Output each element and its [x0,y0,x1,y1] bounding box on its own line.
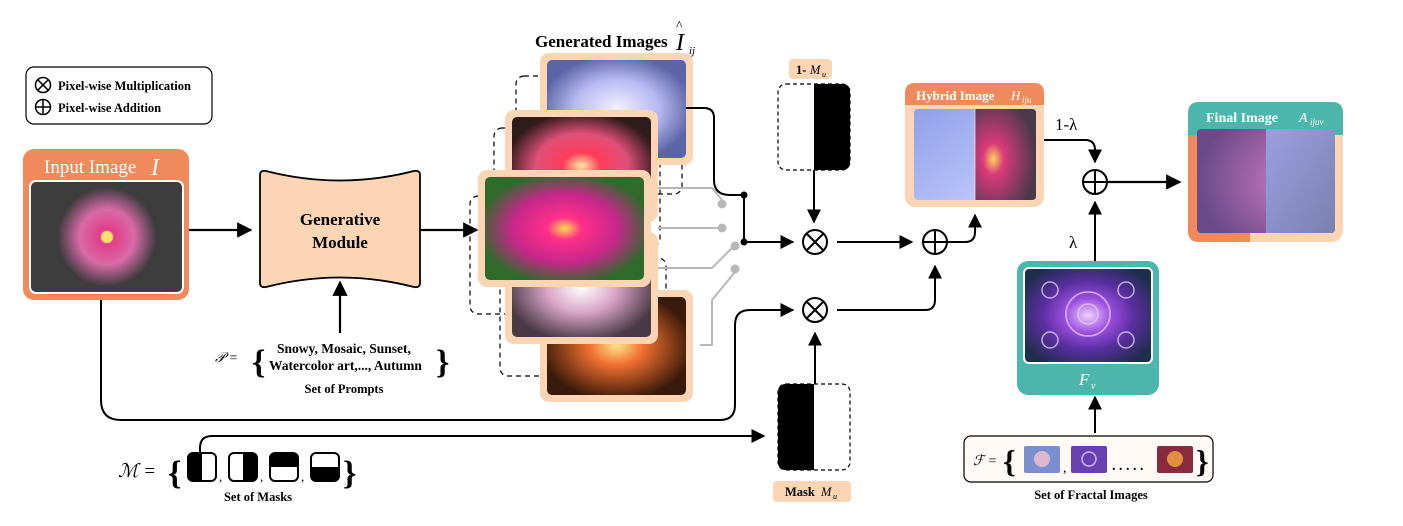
arrow-input-to-multiply [100,300,795,421]
svg-text:,: , [219,469,222,484]
arrow-hybrid-to-final-add [1044,139,1102,164]
final-image-subscript: ijuv [1310,117,1324,127]
inverse-mask: 1- M u [777,59,851,171]
prompts-caption: Set of Prompts [305,382,384,396]
fractals-caption: Set of Fractal Images [1034,488,1148,502]
mask-icon-bottom-half [310,452,340,482]
prompts-open-brace: { [252,344,265,381]
final-image-panel: Final Image A ijuv [1188,102,1343,242]
input-image-symbol: I [150,155,160,181]
mask-symbol: M [820,485,832,499]
mask-icon-right-half [228,452,258,482]
final-image-title: Final Image [1206,111,1278,126]
hybrid-image-panel: Hybrid Image H iju [905,83,1044,207]
mask-subscript: u [833,492,837,501]
input-image-panel: Input Image I [23,149,189,300]
fractal-image-symbol: F [1078,370,1090,389]
inverse-mask-label: 1- [796,63,806,77]
prompts-symbol: 𝒫 = [215,351,238,366]
masks-open-brace: { [168,455,181,492]
selector-switch [658,187,740,346]
svg-text:,: , [301,469,304,484]
add-node-middle [922,229,948,255]
fractal-thumb-2 [1071,446,1107,473]
hybrid-image-title: Hybrid Image [916,88,995,103]
final-image-symbol: A [1298,111,1308,126]
masks-symbol: ℳ = [118,461,156,482]
mask: Mask M u [773,383,851,502]
multiply-node-bottom [802,297,828,323]
arrow-add-to-hybrid [947,213,982,243]
arrow-masks-set-to-mask [199,429,766,458]
fractals-symbol: ℱ = [973,454,997,469]
mask-icon-top-half [269,452,299,482]
masks-close-brace: } [343,455,356,492]
fractals-set: ℱ = { , . . . . . } Set of Fractal Image… [963,435,1214,502]
weight-lambda: λ [1069,233,1078,252]
weight-one-minus-lambda: 1-λ [1055,115,1078,134]
multiply-node-top [802,229,828,255]
mask-label: Mask [785,485,815,499]
arrow-generated-to-multiply [686,107,795,249]
fractal-pattern [1041,281,1135,349]
prompts-set: 𝒫 = { Snowy, Mosaic, Sunset, Watercolor … [215,341,449,396]
hat-accent: ^ [676,19,683,34]
prompts-line1: Snowy, Mosaic, Sunset, [277,341,411,356]
fractals-ellipsis: . . . . . [1112,459,1144,474]
hybrid-image-symbol: H [1010,88,1021,103]
svg-text:,: , [1063,461,1067,476]
flower-photo [57,187,157,287]
generated-images-symbol: I [675,30,685,56]
arrow-multiply-bottom-to-add [837,264,942,311]
generative-module-line1: Generative [300,210,381,229]
legend-add-label: Pixel-wise Addition [58,101,161,115]
add-icon [34,98,52,116]
prompts-close-brace: } [436,344,449,381]
generated-images-subscript: ij [689,45,695,57]
fractals-open-brace: { [1003,443,1016,479]
hybrid-image-subscript: iju [1022,95,1032,105]
fractal-image-panel: F v [1017,261,1159,395]
generated-image-mosaic [485,177,644,280]
generative-module-line2: Module [312,233,368,252]
multiply-icon [34,76,52,94]
fractals-close-brace: } [1196,443,1209,479]
prompts-line2: Watercolor art,..., Autumn [269,358,422,373]
masks-caption: Set of Masks [224,490,292,504]
masks-set: ℳ = { , , , } Set of Masks [118,452,356,504]
generative-module: Generative Module [259,169,421,289]
mask-icon-left-half [187,452,217,482]
legend-multiply-label: Pixel-wise Multiplication [58,79,191,93]
legend-box: Pixel-wise Multiplication Pixel-wise Add… [25,66,213,125]
inverse-mask-symbol: M [809,63,821,77]
fractal-image-subscript: v [1091,381,1096,392]
generated-images-stack: Generated Images I ij ^ [469,19,695,402]
generated-images-title: Generated Images [535,32,668,51]
svg-text:,: , [260,469,263,484]
inverse-mask-subscript: u [822,70,826,79]
input-image-title: Input Image [44,157,136,178]
add-node-final [1082,169,1108,195]
